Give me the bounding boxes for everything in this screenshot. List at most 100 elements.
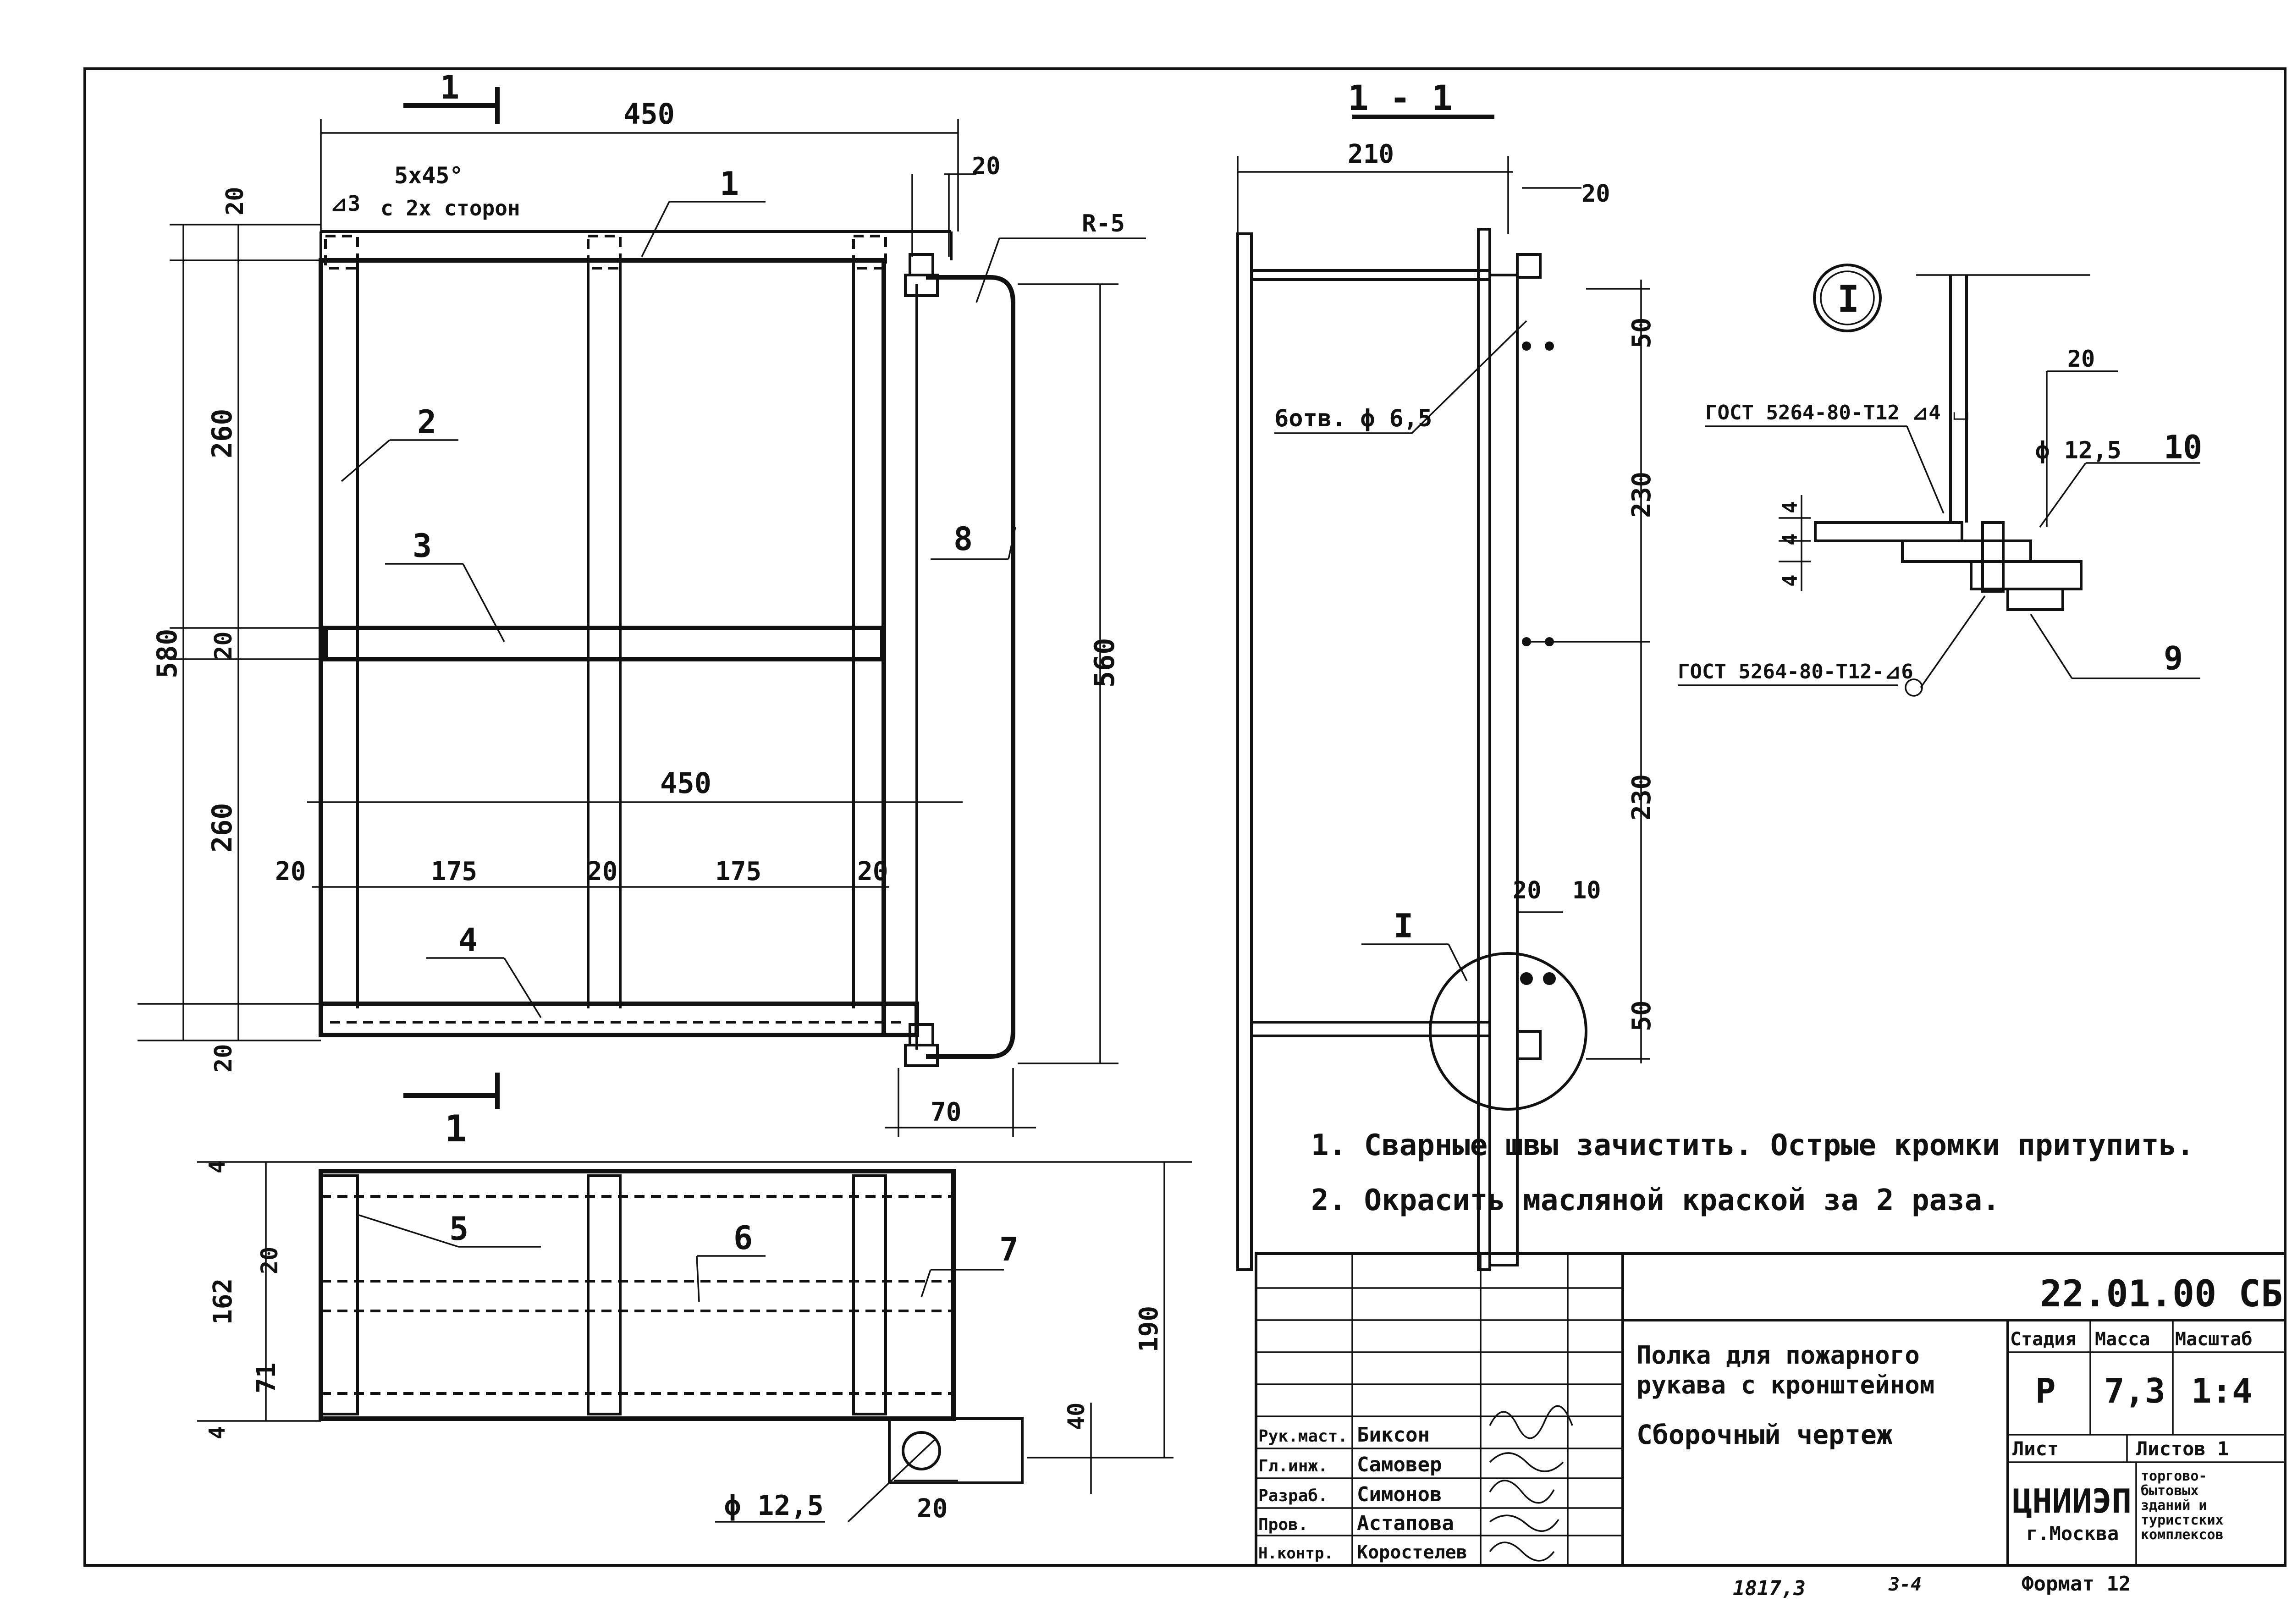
dim-width: 450 xyxy=(623,97,675,131)
section-holes: 6отв. ϕ 6,5 xyxy=(1274,405,1432,432)
detail-circle xyxy=(1429,952,1587,1111)
detail-weld-2: ГОСТ 5264-80-Т12-⊿6 xyxy=(1678,660,1913,683)
sheets-label: Листов 1 xyxy=(2136,1437,2229,1460)
sig-name-5: Коростелев xyxy=(1357,1542,1467,1563)
bracket xyxy=(926,275,1015,1059)
sig-name-1: Биксон xyxy=(1357,1423,1430,1447)
section-dim-s2: 230 xyxy=(1627,774,1657,820)
org-name: ЦНИИЭП xyxy=(2012,1482,2132,1520)
sig-name-2: Самовер xyxy=(1357,1453,1442,1476)
callout-4: 4 xyxy=(458,921,478,959)
sig-name-4: Астапова xyxy=(1357,1512,1454,1535)
sheet-frame xyxy=(83,67,2286,1567)
front-view: 450 5x45° с 2х сторон ⊿3 20 260 580 20 2… xyxy=(138,69,1146,1150)
mass-header: Масса xyxy=(2095,1329,2150,1350)
plan-dim-162: 162 xyxy=(208,1278,238,1325)
section-dim-bolt-b: 10 xyxy=(1572,877,1601,904)
cut-label-bottom: 1 xyxy=(445,1107,467,1150)
dim-chamfer: 5x45° xyxy=(394,162,463,189)
dim-bracket-w: 70 xyxy=(931,1097,961,1127)
sheet-label: Лист xyxy=(2012,1437,2059,1460)
plan-view: 4 162 20 71 4 190 40 ϕ 12,5 20 5 6 7 xyxy=(197,1160,1192,1524)
dim-mid: 20 xyxy=(210,631,237,660)
scale-header: Масштаб xyxy=(2175,1329,2253,1350)
dim-a: 20 xyxy=(275,857,306,886)
title-line-1: Полка для пожарного xyxy=(1636,1341,1920,1370)
callout-8: 8 xyxy=(953,520,973,558)
callout-1: 1 xyxy=(720,165,739,203)
dim-top: 20 xyxy=(221,187,249,215)
sig-role-5: Н.контр. xyxy=(1258,1544,1333,1563)
dim-tab: 20 xyxy=(972,153,1001,180)
format-label: Формат 12 xyxy=(2022,1572,2131,1596)
org-note-3: зданий и xyxy=(2141,1497,2207,1514)
middle-bar xyxy=(323,626,885,661)
plan-dim-20: 20 xyxy=(256,1247,283,1274)
org-note-1: торгово- xyxy=(2141,1468,2207,1484)
callout-6: 6 xyxy=(733,1219,753,1257)
section-dim-width: 210 xyxy=(1348,139,1394,169)
doc-type: Сборочный чертеж xyxy=(1636,1419,1893,1450)
note-2: 2. Окрасить масляной краской за 2 раза. xyxy=(1311,1184,2000,1217)
plan-dim-hole: ϕ 12,5 xyxy=(724,1490,824,1522)
dim-chamfer-sides: с 2х сторон xyxy=(380,196,520,220)
dim-h1: 260 xyxy=(206,409,238,458)
hand-note-b: 3-4 xyxy=(1888,1574,1922,1595)
detail-view: I ГОСТ 5264-80-Т12 ⊿4 ⌴ ГОСТ 5264-80-Т12… xyxy=(1678,264,2202,697)
signature-scribbles xyxy=(1489,1405,1573,1562)
sig-role-3: Разраб. xyxy=(1258,1486,1328,1505)
callout-5: 5 xyxy=(449,1210,468,1248)
stage-value: Р xyxy=(2035,1371,2056,1411)
plan-dim-40: 40 xyxy=(1063,1403,1090,1430)
callout-10: 10 xyxy=(2164,429,2202,466)
plan-dim-t2: 4 xyxy=(204,1426,230,1439)
dim-inner-w: 450 xyxy=(660,766,711,800)
detail-dim-20: 20 xyxy=(2067,346,2095,372)
section-dim-bolt-a: 20 xyxy=(1513,877,1542,904)
section-dim-s1: 230 xyxy=(1627,472,1657,518)
org-note-5: комплексов xyxy=(2141,1527,2224,1543)
plan-dim-71: 71 xyxy=(252,1363,281,1393)
callout-7: 7 xyxy=(999,1231,1019,1268)
hand-note-a: 1817,3 xyxy=(1733,1577,1806,1600)
sig-role-1: Рук.маст. xyxy=(1258,1427,1348,1446)
dim-d: 175 xyxy=(715,857,761,886)
stage-header: Стадия xyxy=(2010,1329,2077,1350)
plan-dim-190: 190 xyxy=(1134,1306,1164,1352)
callout-3: 3 xyxy=(413,527,432,565)
title-line-2: рукава с кронштейном xyxy=(1636,1371,1934,1399)
sig-role-4: Пров. xyxy=(1258,1515,1308,1534)
dim-radius: R-5 xyxy=(1082,210,1125,237)
callout-2: 2 xyxy=(417,403,436,441)
drawing-number: 22.01.00 СБ xyxy=(2040,1272,2283,1315)
detail-label: I xyxy=(1837,278,1859,320)
dim-c: 20 xyxy=(587,857,617,886)
detail-weld-1: ГОСТ 5264-80-Т12 ⊿4 ⌴ xyxy=(1705,401,1969,424)
dim-total-h: 580 xyxy=(151,629,183,678)
section-view: 1 - 1 210 20 50 230 230 50 xyxy=(1236,77,1657,1271)
section-dim-bottom: 50 xyxy=(1627,1001,1657,1031)
dim-h2: 260 xyxy=(206,803,238,853)
section-dim-flange: 20 xyxy=(1581,180,1610,208)
sig-name-3: Симонов xyxy=(1357,1483,1442,1506)
shelf-frame xyxy=(319,258,886,1037)
detail-dim-hole: ϕ 12,5 xyxy=(2035,437,2121,464)
detail-dim-t3: 4 xyxy=(1779,575,1802,587)
detail-dim-t1: 4 xyxy=(1779,501,1802,514)
dim-bottom: 20 xyxy=(210,1044,237,1073)
plan-dim-tab: 20 xyxy=(917,1494,948,1524)
dim-weld: ⊿3 xyxy=(330,191,360,216)
dim-bracket-h: 560 xyxy=(1089,638,1121,688)
org-city: г.Москва xyxy=(2026,1522,2119,1545)
note-1: 1. Сварные швы зачистить. Острые кромки … xyxy=(1311,1129,2194,1162)
org-note-4: туристских xyxy=(2141,1512,2224,1528)
section-dim-top: 50 xyxy=(1627,318,1657,348)
detail-dim-t2: 4 xyxy=(1779,534,1802,546)
org-note-2: бытовых xyxy=(2141,1483,2198,1499)
section-label: 1 - 1 xyxy=(1348,77,1453,118)
cut-label-top: 1 xyxy=(440,69,459,106)
mass-value: 7,3 xyxy=(2104,1371,2165,1411)
title-block: 22.01.00 СБ Полка для пожарного рукава с… xyxy=(1255,1252,2286,1600)
detail-ref: I xyxy=(1394,907,1413,945)
